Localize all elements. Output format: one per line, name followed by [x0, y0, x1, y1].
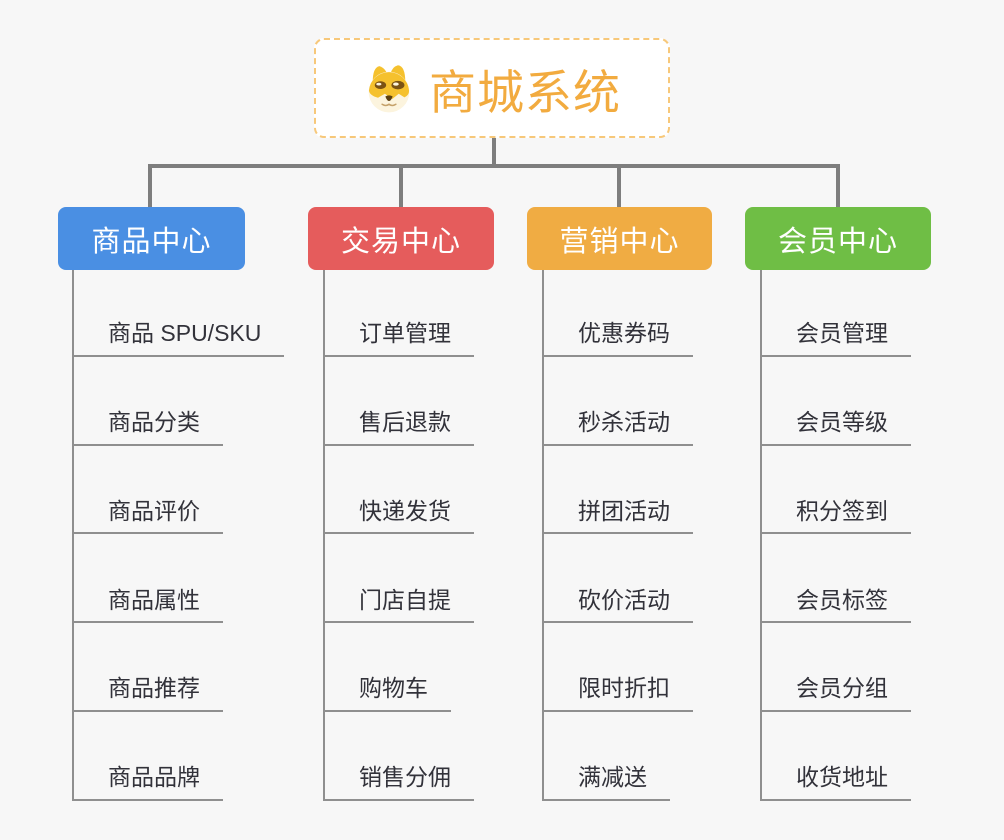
leaf-label: 优惠券码 [544, 319, 693, 357]
leaf-node[interactable]: 商品推荐 [74, 623, 284, 713]
leaf-node[interactable]: 会员等级 [762, 357, 911, 446]
leaf-label: 订单管理 [325, 319, 474, 357]
branch-member-center[interactable]: 会员中心 [745, 207, 931, 270]
branch-marketing-leaf-list: 优惠券码 秒杀活动 拼团活动 砍价活动 限时折扣 满减送 [542, 268, 693, 801]
leaf-label: 收货地址 [762, 763, 911, 801]
leaf-label: 售后退款 [325, 408, 474, 446]
leaf-label: 会员分组 [762, 674, 911, 713]
branch-trade-center[interactable]: 交易中心 [308, 207, 494, 270]
leaf-label: 限时折扣 [544, 674, 693, 713]
leaf-node[interactable]: 门店自提 [325, 534, 474, 624]
leaf-node[interactable]: 售后退款 [325, 357, 474, 446]
leaf-label: 商品属性 [74, 586, 223, 624]
leaf-node[interactable]: 限时折扣 [544, 623, 693, 713]
leaf-node[interactable]: 会员管理 [762, 268, 911, 357]
leaf-label: 商品品牌 [74, 763, 223, 801]
leaf-node[interactable]: 商品 SPU/SKU [74, 268, 285, 357]
leaf-node[interactable]: 商品评价 [74, 446, 284, 535]
connector-root-drop [492, 137, 496, 166]
leaf-label: 商品分类 [74, 408, 223, 446]
connector-drop-member [836, 166, 840, 209]
branch-product-leaf-list: 商品 SPU/SKU 商品分类 商品评价 商品属性 商品推荐 商品品牌 [72, 268, 285, 801]
leaf-node[interactable]: 优惠券码 [544, 268, 693, 357]
leaf-node[interactable]: 商品属性 [74, 534, 284, 624]
leaf-label: 商品评价 [74, 497, 223, 535]
branch-marketing-center[interactable]: 营销中心 [527, 207, 712, 270]
branch-product-center[interactable]: 商品中心 [58, 207, 245, 270]
connector-horizontal-bus [148, 164, 840, 168]
leaf-label: 商品推荐 [74, 674, 223, 713]
leaf-label: 秒杀活动 [544, 408, 693, 446]
leaf-node[interactable]: 满减送 [544, 712, 693, 801]
leaf-node[interactable]: 快递发货 [325, 446, 474, 535]
leaf-label: 会员标签 [762, 586, 911, 624]
leaf-node[interactable]: 购物车 [325, 623, 474, 713]
leaf-label: 销售分佣 [325, 763, 474, 801]
connector-drop-product [148, 166, 152, 209]
leaf-node[interactable]: 秒杀活动 [544, 357, 693, 446]
leaf-node[interactable]: 收货地址 [762, 712, 911, 801]
leaf-label: 门店自提 [325, 586, 474, 624]
connector-drop-marketing [617, 166, 621, 209]
leaf-node[interactable]: 商品品牌 [74, 712, 284, 801]
leaf-node[interactable]: 订单管理 [325, 268, 474, 357]
leaf-node[interactable]: 拼团活动 [544, 446, 693, 535]
leaf-node[interactable]: 销售分佣 [325, 712, 474, 801]
leaf-label: 满减送 [544, 763, 670, 801]
connector-drop-trade [399, 166, 403, 209]
root-node[interactable]: 商城系统 [314, 38, 670, 138]
leaf-node[interactable]: 商品分类 [74, 357, 284, 446]
leaf-label: 会员等级 [762, 408, 911, 446]
leaf-label: 购物车 [325, 674, 451, 713]
leaf-node[interactable]: 砍价活动 [544, 534, 693, 624]
leaf-label: 砍价活动 [544, 586, 693, 624]
leaf-node[interactable]: 会员标签 [762, 534, 911, 624]
leaf-node[interactable]: 积分签到 [762, 446, 911, 535]
root-title: 商城系统 [429, 65, 621, 119]
leaf-label: 拼团活动 [544, 497, 693, 535]
leaf-label: 商品 SPU/SKU [74, 319, 285, 357]
leaf-label: 快递发货 [325, 497, 474, 535]
branch-trade-leaf-list: 订单管理 售后退款 快递发货 门店自提 购物车 销售分佣 [323, 268, 474, 801]
leaf-label: 会员管理 [762, 319, 911, 357]
branch-member-leaf-list: 会员管理 会员等级 积分签到 会员标签 会员分组 收货地址 [760, 268, 911, 801]
doge-icon [368, 65, 410, 113]
leaf-label: 积分签到 [762, 497, 911, 535]
leaf-node[interactable]: 会员分组 [762, 623, 911, 713]
